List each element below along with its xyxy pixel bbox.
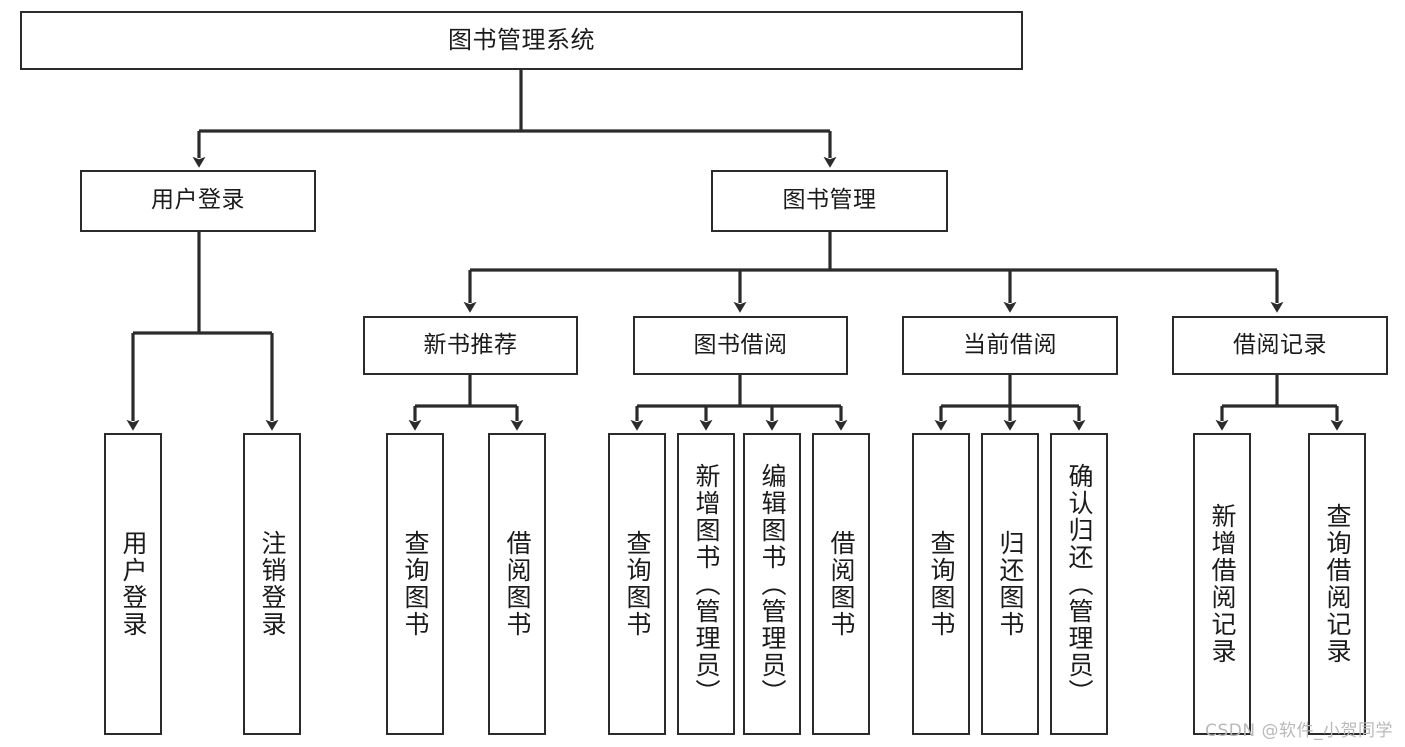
leaf-edit-book-admin-label: 编辑图书（管理员）	[758, 462, 787, 706]
node-new-book-recommend[interactable]: 新书推荐	[363, 316, 578, 375]
leaf-query-book-1-label: 查询图书	[401, 530, 430, 638]
node-borrow-records-label: 借阅记录	[1233, 331, 1327, 358]
leaf-add-borrow-record-label: 新增借阅记录	[1208, 503, 1237, 665]
leaf-query-book-2-label: 查询图书	[623, 530, 652, 638]
node-new-book-recommend-label: 新书推荐	[423, 331, 518, 358]
node-root[interactable]: 图书管理系统	[20, 11, 1023, 70]
leaf-logout-label: 注销登录	[258, 530, 287, 638]
leaf-query-borrow-record[interactable]: 查询借阅记录	[1308, 433, 1366, 735]
node-current-borrow[interactable]: 当前借阅	[902, 316, 1118, 375]
leaf-query-book-1[interactable]: 查询图书	[386, 433, 444, 735]
node-user-login[interactable]: 用户登录	[80, 170, 316, 232]
node-current-borrow-label: 当前借阅	[963, 331, 1057, 358]
leaf-add-borrow-record[interactable]: 新增借阅记录	[1193, 433, 1251, 735]
leaf-user-login-label: 用户登录	[119, 530, 148, 638]
leaf-borrow-book-1[interactable]: 借阅图书	[488, 433, 546, 735]
leaf-return-book[interactable]: 归还图书	[981, 433, 1039, 735]
node-book-borrow[interactable]: 图书借阅	[633, 316, 848, 375]
leaf-query-book-3-label: 查询图书	[927, 530, 956, 638]
node-book-management[interactable]: 图书管理	[711, 170, 948, 232]
leaf-query-book-2[interactable]: 查询图书	[608, 433, 666, 735]
leaf-confirm-return-admin[interactable]: 确认归还（管理员）	[1050, 433, 1108, 735]
leaf-add-book-admin-label: 新增图书（管理员）	[692, 462, 721, 706]
node-root-label: 图书管理系统	[448, 26, 595, 55]
leaf-query-borrow-record-label: 查询借阅记录	[1323, 503, 1352, 665]
leaf-borrow-book-2-label: 借阅图书	[827, 530, 856, 638]
watermark: CSDN @软件_小贺同学	[1205, 721, 1393, 741]
node-borrow-records[interactable]: 借阅记录	[1172, 316, 1388, 375]
node-book-management-label: 图书管理	[782, 187, 877, 214]
node-user-login-label: 用户登录	[151, 187, 245, 214]
leaf-query-book-3[interactable]: 查询图书	[912, 433, 970, 735]
leaf-borrow-book-2[interactable]: 借阅图书	[812, 433, 870, 735]
leaf-return-book-label: 归还图书	[996, 530, 1025, 638]
leaf-edit-book-admin[interactable]: 编辑图书（管理员）	[743, 433, 801, 735]
leaf-add-book-admin[interactable]: 新增图书（管理员）	[677, 433, 735, 735]
leaf-logout[interactable]: 注销登录	[243, 433, 301, 735]
leaf-user-login[interactable]: 用户登录	[104, 433, 162, 735]
leaf-confirm-return-admin-label: 确认归还（管理员）	[1065, 462, 1094, 706]
node-book-borrow-label: 图书借阅	[693, 331, 788, 358]
leaf-borrow-book-1-label: 借阅图书	[503, 530, 532, 638]
